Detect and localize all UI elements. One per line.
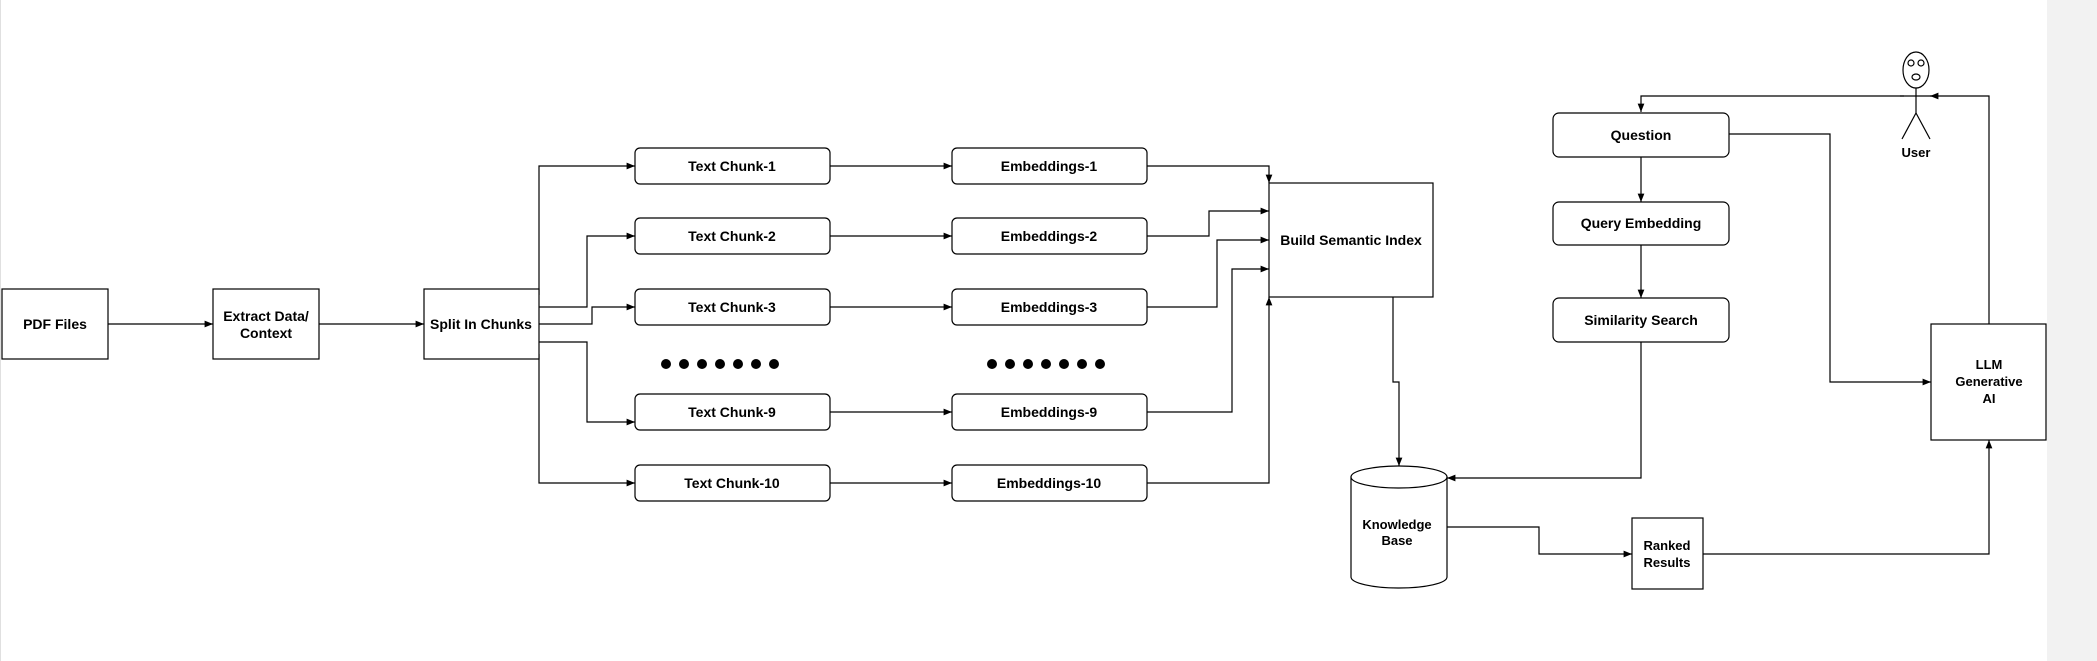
node-question[interactable]: Question	[1552, 112, 1730, 158]
node-label-line1: Extract Data/	[223, 308, 309, 324]
node-embeddings-3[interactable]: Embeddings-3	[951, 288, 1148, 326]
node-label-line3: AI	[1983, 391, 1996, 406]
node-label-line2: Generative	[1955, 374, 2022, 389]
edge-split-chunk1	[538, 162, 635, 295]
edge-split-chunk2	[539, 232, 635, 308]
node-label-line2: Base	[1381, 533, 1412, 548]
node-label: Embeddings-2	[1001, 228, 1098, 244]
edge-emb10-index	[1147, 297, 1273, 484]
node-ranked-results[interactable]: Ranked Results	[1631, 517, 1704, 590]
node-label: PDF Files	[23, 316, 87, 332]
node-text-chunk-9[interactable]: Text Chunk-9	[634, 393, 831, 431]
node-label: Split In Chunks	[430, 316, 532, 332]
node-pdf-files[interactable]: PDF Files	[1, 288, 109, 360]
node-label-line2: Results	[1644, 555, 1691, 570]
user-stick-figure-icon	[1900, 51, 1932, 140]
edge-emb9-index	[1147, 265, 1269, 413]
edge-question-llm	[1729, 133, 1931, 386]
edge-emb1-index	[1147, 165, 1273, 183]
node-label: Text Chunk-9	[688, 404, 776, 420]
node-label: Text Chunk-2	[688, 228, 776, 244]
node-user[interactable]: User	[1900, 51, 1932, 160]
left-border	[0, 0, 1, 661]
node-query-embedding[interactable]: Query Embedding	[1552, 201, 1730, 246]
node-label-line2: Context	[240, 325, 292, 341]
node-embeddings-1[interactable]: Embeddings-1	[951, 147, 1148, 185]
node-label: Embeddings-1	[1001, 158, 1098, 174]
node-text-chunk-3[interactable]: Text Chunk-3	[634, 288, 831, 326]
node-label: Text Chunk-1	[688, 158, 776, 174]
ellipsis-dots-icon	[661, 359, 779, 369]
node-text-chunk-10[interactable]: Text Chunk-10	[634, 464, 831, 502]
ellipsis-dots-icon	[987, 359, 1105, 369]
edge-kb-ranked	[1447, 526, 1632, 558]
edge-split-chunk9	[539, 341, 635, 426]
node-knowledge-base[interactable]: Knowledge Base	[1350, 465, 1448, 589]
node-label: Question	[1611, 127, 1672, 143]
node-label: Embeddings-10	[997, 475, 1101, 491]
node-text-chunk-1[interactable]: Text Chunk-1	[634, 147, 831, 185]
edge-split-chunk10	[538, 354, 635, 487]
node-embeddings-10[interactable]: Embeddings-10	[951, 464, 1148, 502]
node-build-semantic-index[interactable]: Build Semantic Index	[1268, 182, 1434, 298]
node-label: Text Chunk-3	[688, 299, 776, 315]
node-label: Build Semantic Index	[1280, 232, 1422, 248]
edge-index-kb	[1392, 297, 1403, 466]
edge-split-chunk3	[539, 303, 635, 325]
node-llm-generative-ai[interactable]: LLM Generative AI	[1930, 323, 2047, 441]
edge-emb2-index	[1147, 207, 1269, 237]
edge-ranked-llm	[1703, 440, 1993, 555]
node-label-line1: Ranked	[1644, 538, 1691, 553]
right-scroll-gutter	[2047, 0, 2097, 661]
node-embeddings-9[interactable]: Embeddings-9	[951, 393, 1148, 431]
node-label: User	[1902, 145, 1931, 160]
edge-llm-user	[1930, 92, 1990, 324]
node-text-chunk-2[interactable]: Text Chunk-2	[634, 217, 831, 255]
node-extract-data[interactable]: Extract Data/ Context	[212, 288, 320, 360]
rag-pipeline-diagram: PDF Files Extract Data/ Context Split In…	[1, 51, 2047, 590]
edge-user-question	[1637, 95, 1904, 112]
edge-similarity-kb	[1447, 342, 1642, 482]
node-label: Embeddings-3	[1001, 299, 1098, 315]
node-similarity-search[interactable]: Similarity Search	[1552, 297, 1730, 343]
node-label-line1: Knowledge	[1362, 517, 1431, 532]
edge-emb3-index	[1147, 236, 1269, 308]
node-label: Text Chunk-10	[684, 475, 780, 491]
connectors	[108, 92, 1993, 558]
node-label: Similarity Search	[1584, 312, 1698, 328]
node-label: Query Embedding	[1581, 215, 1702, 231]
node-embeddings-2[interactable]: Embeddings-2	[951, 217, 1148, 255]
node-split-in-chunks[interactable]: Split In Chunks	[423, 288, 540, 360]
node-label-line1: LLM	[1976, 357, 2003, 372]
node-label: Embeddings-9	[1001, 404, 1098, 420]
